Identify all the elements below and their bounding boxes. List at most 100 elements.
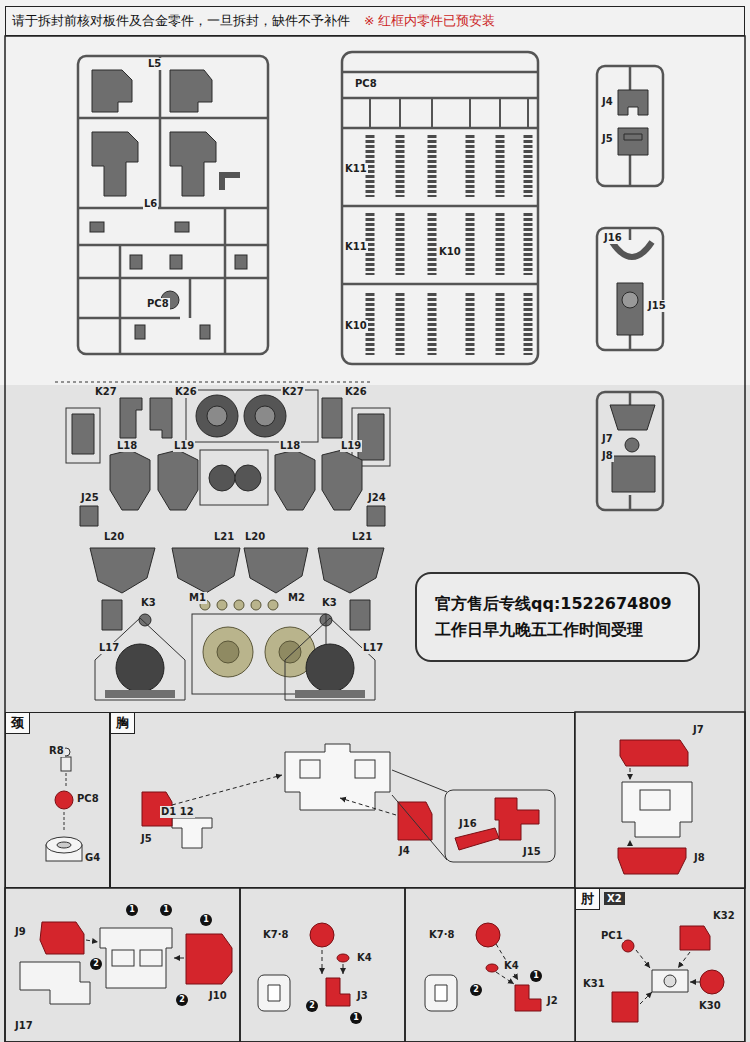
illustration-path bbox=[515, 985, 541, 1011]
illustration-circle bbox=[306, 644, 354, 692]
illustration-rect bbox=[575, 712, 745, 888]
illustration-line bbox=[496, 135, 505, 197]
illustration-g bbox=[20, 922, 232, 1004]
illustration-circle bbox=[251, 600, 261, 610]
illustration-path bbox=[186, 934, 232, 984]
part-label: L18 bbox=[116, 440, 138, 452]
illustration-rect bbox=[135, 325, 145, 339]
illustration-rect bbox=[170, 255, 182, 269]
part-label: K26 bbox=[174, 386, 198, 398]
illustration-circle bbox=[234, 600, 244, 610]
illustration-path bbox=[92, 70, 132, 112]
illustration-path bbox=[285, 618, 375, 700]
part-label: L18 bbox=[279, 440, 301, 452]
illustration-circle bbox=[310, 923, 334, 947]
illustration-g bbox=[630, 768, 631, 846]
part-label: J8 bbox=[601, 450, 614, 462]
illustration-path bbox=[90, 548, 155, 593]
illustration-path bbox=[678, 952, 690, 968]
illustration-rect bbox=[66, 408, 100, 463]
part-label: J10 bbox=[208, 990, 228, 1002]
illustration-path bbox=[86, 940, 98, 942]
part-label: J17 bbox=[14, 1020, 34, 1032]
illustration-circle bbox=[268, 600, 278, 610]
illustration-g bbox=[322, 950, 343, 974]
illustration-ellipse bbox=[337, 954, 349, 962]
part-label: PC8 bbox=[146, 298, 170, 310]
illustration-path bbox=[95, 618, 185, 700]
service-text: 官方售后专线qq:1522674809 bbox=[435, 591, 680, 617]
illustration-g bbox=[192, 600, 326, 694]
illustration-circle bbox=[622, 940, 634, 952]
part-label: M2 bbox=[287, 592, 306, 604]
illustration-path bbox=[322, 950, 323, 974]
illustration-line bbox=[466, 293, 475, 355]
illustration-path bbox=[172, 548, 240, 593]
illustration-circle bbox=[700, 970, 724, 994]
part-label: J7 bbox=[601, 433, 614, 445]
illustration-rect bbox=[130, 255, 142, 269]
illustration-path bbox=[618, 128, 648, 155]
illustration-circle bbox=[476, 923, 500, 947]
illustration-path bbox=[72, 414, 94, 454]
panel-heading: 胸 bbox=[110, 712, 135, 734]
panel-heading: 肘 bbox=[575, 888, 600, 910]
illustration-g bbox=[342, 52, 538, 364]
illustration-line bbox=[396, 135, 405, 197]
illustration-line bbox=[524, 135, 533, 197]
illustration-path bbox=[150, 398, 172, 438]
illustration-line bbox=[499, 98, 501, 128]
illustration-path bbox=[285, 744, 390, 810]
part-label: K11 bbox=[344, 163, 368, 175]
part-label: K3 bbox=[140, 597, 157, 609]
illustration-path bbox=[350, 600, 370, 630]
illustration-line bbox=[496, 293, 505, 355]
part-label: L6 bbox=[143, 198, 158, 210]
step-number: 1 bbox=[160, 904, 172, 916]
step-number: 2 bbox=[306, 1000, 318, 1012]
part-label: PC8 bbox=[76, 793, 100, 805]
preinstalled-note: ※ 红框内零件已预安装 bbox=[364, 13, 495, 30]
illustration-path bbox=[680, 926, 710, 950]
part-label: J5 bbox=[601, 133, 614, 145]
part-label: K7·8 bbox=[262, 929, 289, 941]
illustration-path bbox=[495, 798, 539, 840]
part-label: K30 bbox=[698, 1000, 722, 1012]
part-label: R8 bbox=[48, 745, 65, 757]
illustration-rect bbox=[78, 56, 268, 354]
illustration-path bbox=[322, 450, 362, 510]
part-label: K11 bbox=[344, 241, 368, 253]
part-label: J3 bbox=[356, 990, 369, 1002]
part-label: K7·8 bbox=[428, 929, 455, 941]
part-label: J16 bbox=[603, 232, 623, 244]
illustration-path bbox=[172, 775, 282, 805]
illustration-circle bbox=[207, 406, 227, 426]
part-label: J8 bbox=[693, 852, 706, 864]
illustration-path bbox=[268, 985, 280, 1001]
part-label: L19 bbox=[340, 440, 362, 452]
illustration-line bbox=[431, 98, 433, 128]
illustration-g bbox=[597, 66, 663, 510]
illustration-line bbox=[396, 213, 405, 275]
part-label: K27 bbox=[281, 386, 305, 398]
illustration-circle bbox=[279, 641, 301, 663]
illustration-rect bbox=[175, 222, 189, 232]
illustration-g bbox=[142, 744, 555, 862]
illustration-path bbox=[110, 450, 150, 510]
illustration-g bbox=[172, 775, 396, 815]
illustration-circle bbox=[116, 644, 164, 692]
illustration-rect bbox=[200, 450, 268, 505]
part-label: D1 12 bbox=[160, 806, 195, 818]
part-label: J4 bbox=[601, 96, 614, 108]
illustration-g bbox=[636, 950, 700, 1004]
illustration-circle bbox=[622, 292, 638, 308]
illustration-path bbox=[630, 768, 631, 780]
illustration-path bbox=[174, 958, 184, 959]
illustration-circle bbox=[217, 600, 227, 610]
illustration-rect bbox=[597, 228, 663, 350]
header-box: 请于拆封前核对板件及合金零件，一旦拆封，缺件不予补件※ 红框内零件已预安装 bbox=[5, 6, 745, 36]
illustration-line bbox=[496, 213, 505, 275]
illustration-path bbox=[636, 950, 650, 968]
part-label: L19 bbox=[173, 440, 195, 452]
